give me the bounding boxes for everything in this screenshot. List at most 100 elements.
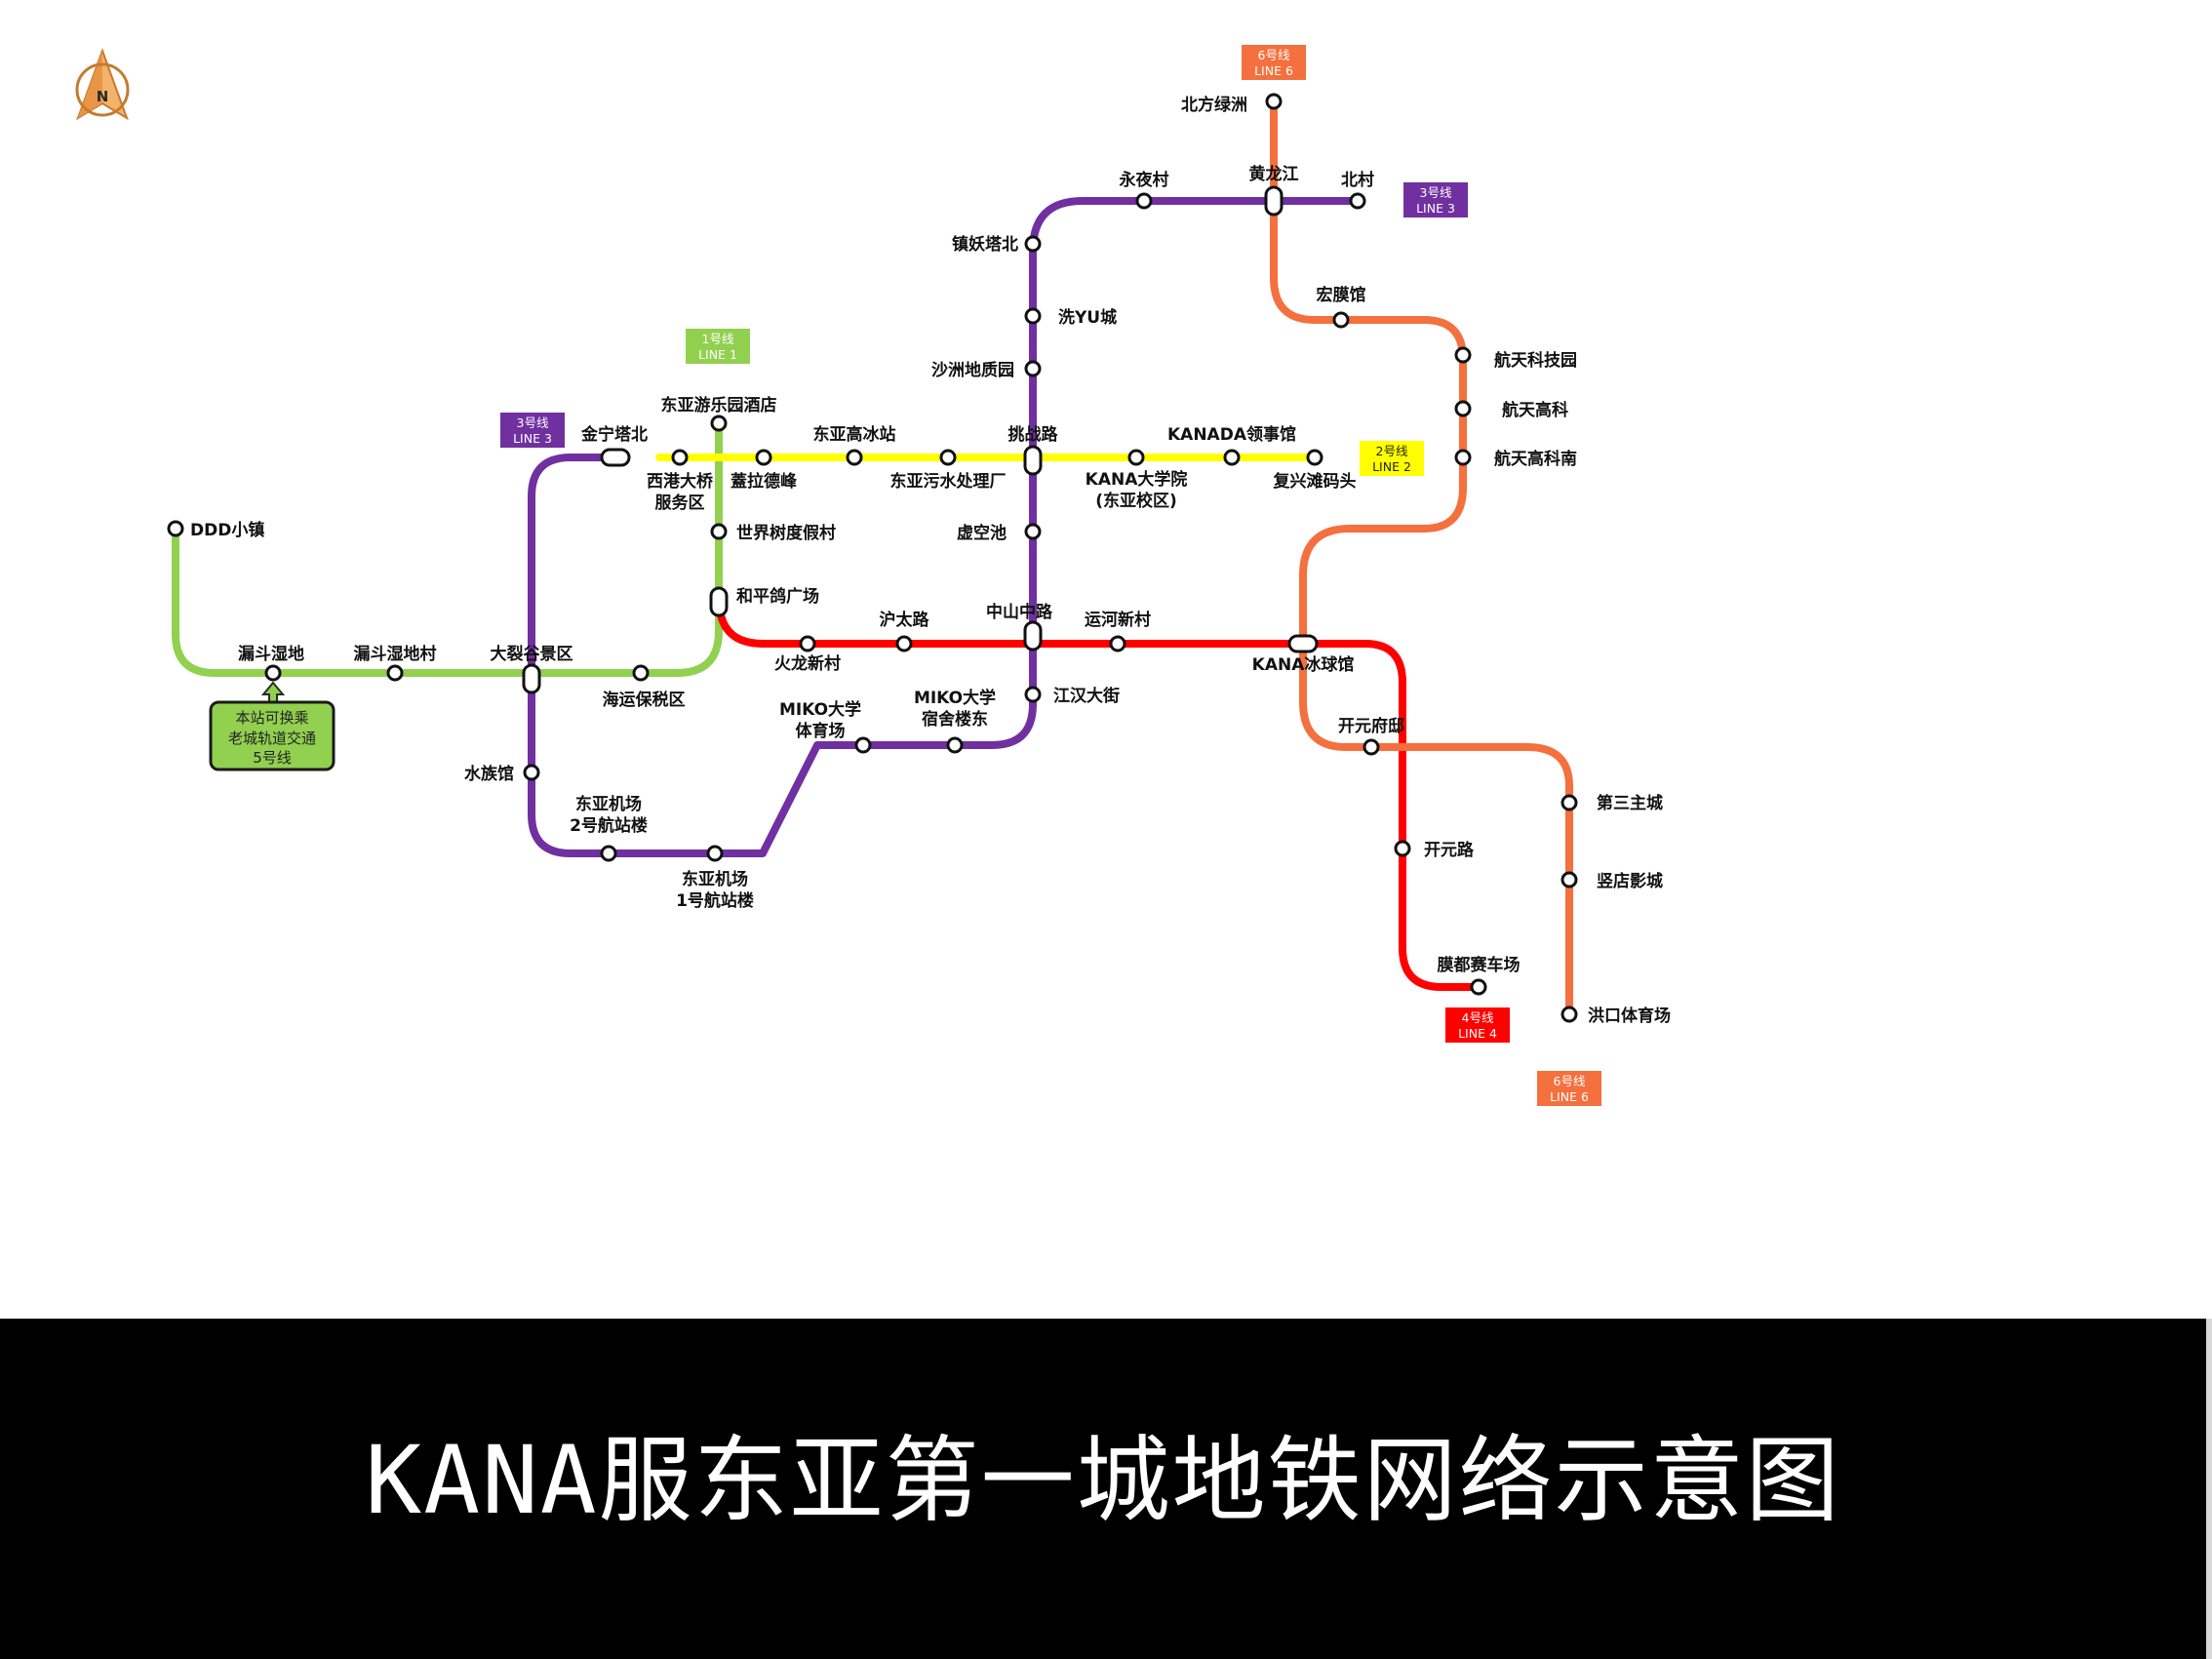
station-dot[interactable] <box>799 635 816 652</box>
svg-text:LINE 2: LINE 2 <box>1372 459 1411 474</box>
station-dot[interactable] <box>710 415 728 432</box>
station-label: 蓋拉德峰 <box>731 471 798 492</box>
svg-text:6号线: 6号线 <box>1258 48 1290 62</box>
svg-text:LINE 3: LINE 3 <box>513 431 552 446</box>
map-title: KANA服东亚第一城地铁网络示意图 <box>365 1426 1841 1535</box>
station-dot[interactable] <box>1024 307 1042 325</box>
station-label: 漏斗湿地 <box>238 644 304 664</box>
transfer-note-line-2: 老城轨道交通 <box>228 730 316 747</box>
station-dot[interactable] <box>1454 400 1472 417</box>
station-dot[interactable] <box>671 449 689 466</box>
station-label: KANADA领事馆 <box>1167 424 1296 445</box>
line-1-route <box>172 419 723 677</box>
station-label: 洗YU城 <box>1058 307 1117 328</box>
arrow-up-icon <box>260 681 286 703</box>
station-dot[interactable] <box>710 523 728 540</box>
station-dot[interactable] <box>1024 686 1042 703</box>
station-dot[interactable] <box>1223 449 1241 466</box>
line-4-route <box>715 594 1482 991</box>
station-dot[interactable] <box>264 664 282 682</box>
station-dot[interactable] <box>706 845 724 862</box>
station-label: 北村 <box>1341 170 1374 190</box>
station-dot[interactable] <box>1470 978 1487 996</box>
station-label: 和平鸽广场 <box>736 586 819 607</box>
station-dot[interactable] <box>1332 311 1350 329</box>
station-dot[interactable] <box>632 664 650 682</box>
station-label: 虚空池 <box>957 523 1007 543</box>
station-dot[interactable] <box>939 449 957 466</box>
svg-text:6号线: 6号线 <box>1554 1074 1586 1088</box>
station-dot[interactable] <box>755 449 772 466</box>
transfer-marker-daliegujingqu <box>522 663 541 694</box>
station-dot[interactable] <box>1560 1006 1578 1023</box>
station-dot[interactable] <box>1265 93 1283 110</box>
compass-north-letter: N <box>97 88 109 105</box>
station-label: 中山中路 <box>986 602 1053 622</box>
station-dot[interactable] <box>1560 794 1578 811</box>
svg-text:LINE 3: LINE 3 <box>1416 201 1455 216</box>
svg-text:LINE 4: LINE 4 <box>1458 1026 1497 1041</box>
metro-map: N <box>75 45 1671 1106</box>
station-label: 东亚污水处理厂 <box>890 471 1007 492</box>
station-label: 北方绿洲 <box>1181 95 1247 115</box>
station-label: 航天科技园 <box>1494 350 1577 371</box>
station-dot[interactable] <box>1024 235 1042 253</box>
station-label: KANA冰球馆 <box>1252 654 1355 675</box>
station-dot[interactable] <box>1024 523 1042 540</box>
line-4-badge: 4号线 LINE 4 <box>1445 1007 1510 1043</box>
transfer-marker-zhongshanzhonglu <box>1023 620 1043 652</box>
station-label: 东亚高冰站 <box>813 424 896 445</box>
line-2-badge: 2号线 LINE 2 <box>1360 441 1424 476</box>
svg-text:1号线: 1号线 <box>702 332 734 346</box>
footer-banner: KANA服东亚第一城地铁网络示意图 <box>0 1319 2206 1659</box>
station-dot[interactable] <box>1135 192 1153 210</box>
station-dot[interactable] <box>1349 192 1366 210</box>
station-dot[interactable] <box>854 736 872 754</box>
station-label: 运河新村 <box>1085 610 1151 630</box>
svg-text:3号线: 3号线 <box>1420 185 1452 200</box>
station-dot[interactable] <box>1127 449 1145 466</box>
station-dot[interactable] <box>1306 449 1323 466</box>
station-dot[interactable] <box>386 664 404 682</box>
station-label: 金宁塔北 <box>580 424 648 445</box>
line-6-route <box>1270 98 1573 1018</box>
transfer-marker-jinningtabei <box>600 448 631 467</box>
station-dot[interactable] <box>600 845 617 862</box>
footer-edge <box>2206 1319 2212 1659</box>
svg-text:3号线: 3号线 <box>517 415 549 430</box>
station-label: MIKO大学宿舍楼东 <box>914 688 996 730</box>
station-label: 宏膜馆 <box>1317 285 1366 305</box>
station-dot[interactable] <box>895 635 913 652</box>
transfer-note-line-3: 5号线 <box>253 749 292 767</box>
station-label: 大裂谷景区 <box>491 644 573 664</box>
station-label: 漏斗湿地村 <box>354 644 437 664</box>
station-dot[interactable] <box>1363 738 1380 756</box>
station-dot[interactable] <box>523 764 540 781</box>
svg-text:2号线: 2号线 <box>1376 444 1408 458</box>
station-label: 西港大桥服务区 <box>647 471 714 513</box>
station-dot[interactable] <box>1109 635 1126 652</box>
station-dot[interactable] <box>1454 449 1472 466</box>
svg-text:LINE 6: LINE 6 <box>1254 63 1293 78</box>
line-6-badge-top: 6号线 LINE 6 <box>1242 45 1306 80</box>
station-label: 海运保税区 <box>603 690 686 710</box>
svg-text:LINE 1: LINE 1 <box>698 347 737 362</box>
station-label: 水族馆 <box>464 764 514 784</box>
station-dot[interactable] <box>167 520 184 537</box>
station-label: KANA大学院(东亚校区) <box>1086 469 1188 511</box>
station-dot[interactable] <box>946 736 964 754</box>
station-dot[interactable] <box>1560 871 1578 889</box>
line-3-route <box>528 197 1362 857</box>
station-label: 挑战路 <box>1008 424 1059 445</box>
station-dot[interactable] <box>1454 346 1472 364</box>
line-3-badge-left: 3号线 LINE 3 <box>500 413 565 448</box>
station-label: 火龙新村 <box>774 653 841 674</box>
station-dot[interactable] <box>1024 360 1042 377</box>
station-label: 永夜村 <box>1119 170 1169 190</box>
station-dot[interactable] <box>846 449 863 466</box>
station-dot[interactable] <box>1394 840 1411 857</box>
station-label: 膜都赛车场 <box>1438 955 1521 975</box>
station-label: 复兴滩码头 <box>1273 471 1357 492</box>
station-label: 开元路 <box>1424 840 1475 860</box>
station-label: 航天高科南 <box>1494 449 1577 469</box>
